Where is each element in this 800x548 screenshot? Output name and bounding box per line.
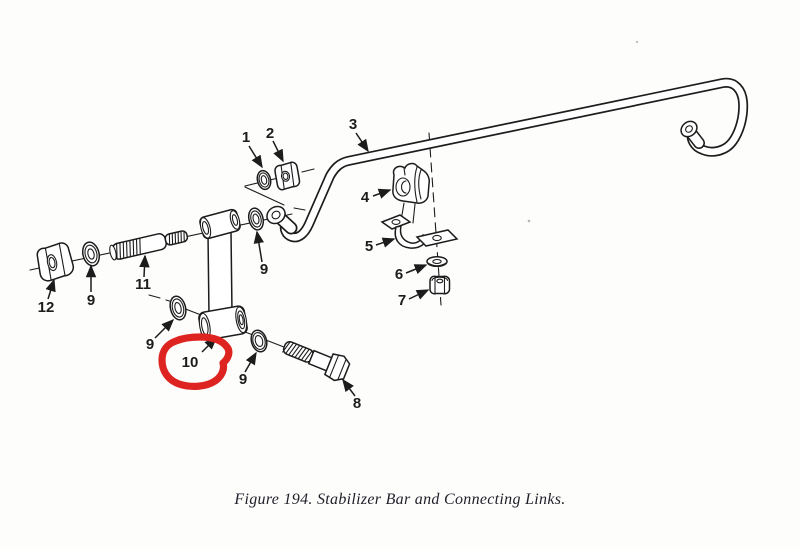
- callout-12-label-14: 12: [38, 299, 55, 316]
- callout-3-leader-2: [355, 132, 369, 153]
- scan-speck: [635, 40, 639, 44]
- callout-4-leader-3: [372, 188, 392, 199]
- plane-line-lower: [244, 186, 306, 211]
- callout-6-label-5: 6: [395, 266, 403, 283]
- nut-7: [429, 275, 451, 295]
- callout-9-label-10: 9: [146, 336, 154, 353]
- callout-5-label-4: 5: [365, 238, 373, 255]
- highlight-annotation-circle: [158, 333, 233, 390]
- callout-9-leader-9: [253, 230, 265, 263]
- washer-1: [256, 169, 272, 191]
- figure-caption: Figure 194. Stabilizer Bar and Connectin…: [234, 491, 566, 508]
- callout-4-label-3: 4: [361, 189, 370, 206]
- bar-left-eye: [266, 205, 298, 235]
- callout-9-leader-10: [154, 318, 175, 339]
- callout-12-leader-14: [45, 278, 56, 300]
- callout-1-leader-0: [248, 145, 263, 169]
- callout-6-leader-5: [405, 264, 428, 275]
- link-top-bushing: [199, 208, 241, 240]
- callout-7-leader-6: [408, 289, 430, 300]
- scan-speck: [527, 219, 531, 223]
- nut-2: [274, 161, 301, 191]
- bar-right-eye: [680, 120, 705, 149]
- callout-8-label-7: 8: [353, 395, 361, 412]
- stabilizer-bar: [266, 77, 749, 243]
- callout-11-label-13: 11: [135, 276, 151, 293]
- callout-3-label-2: 3: [349, 116, 357, 133]
- callout-5-leader-4: [375, 237, 396, 248]
- callout-7-label-6: 7: [398, 292, 406, 309]
- washer-9-left: [81, 241, 101, 267]
- bushing-4: [392, 162, 430, 204]
- link-bottom-bushing: [198, 305, 248, 341]
- washer-9-lower-right: [250, 329, 268, 353]
- callout-9-leader-11: [244, 351, 257, 373]
- washer-6: [426, 255, 448, 268]
- callout-10-label-12: 10: [182, 354, 199, 371]
- callout-11-leader-13: [139, 254, 150, 278]
- callout-9-label-8: 9: [87, 292, 95, 309]
- callout-2-leader-1: [272, 140, 284, 163]
- nut-12: [36, 242, 75, 282]
- washer-9-lower-left: [169, 295, 187, 321]
- bolt-8: [282, 340, 351, 382]
- link-10: [198, 208, 248, 341]
- clamp-5: [380, 202, 459, 249]
- callout-1-label-0: 1: [242, 129, 250, 146]
- washer-9-upper: [247, 207, 265, 231]
- stud-11: [109, 230, 189, 261]
- callout-9-label-11: 9: [239, 371, 247, 388]
- callout-8-leader-7: [342, 378, 356, 397]
- callout-9-label-9: 9: [260, 261, 268, 278]
- callout-2-label-1: 2: [266, 125, 274, 142]
